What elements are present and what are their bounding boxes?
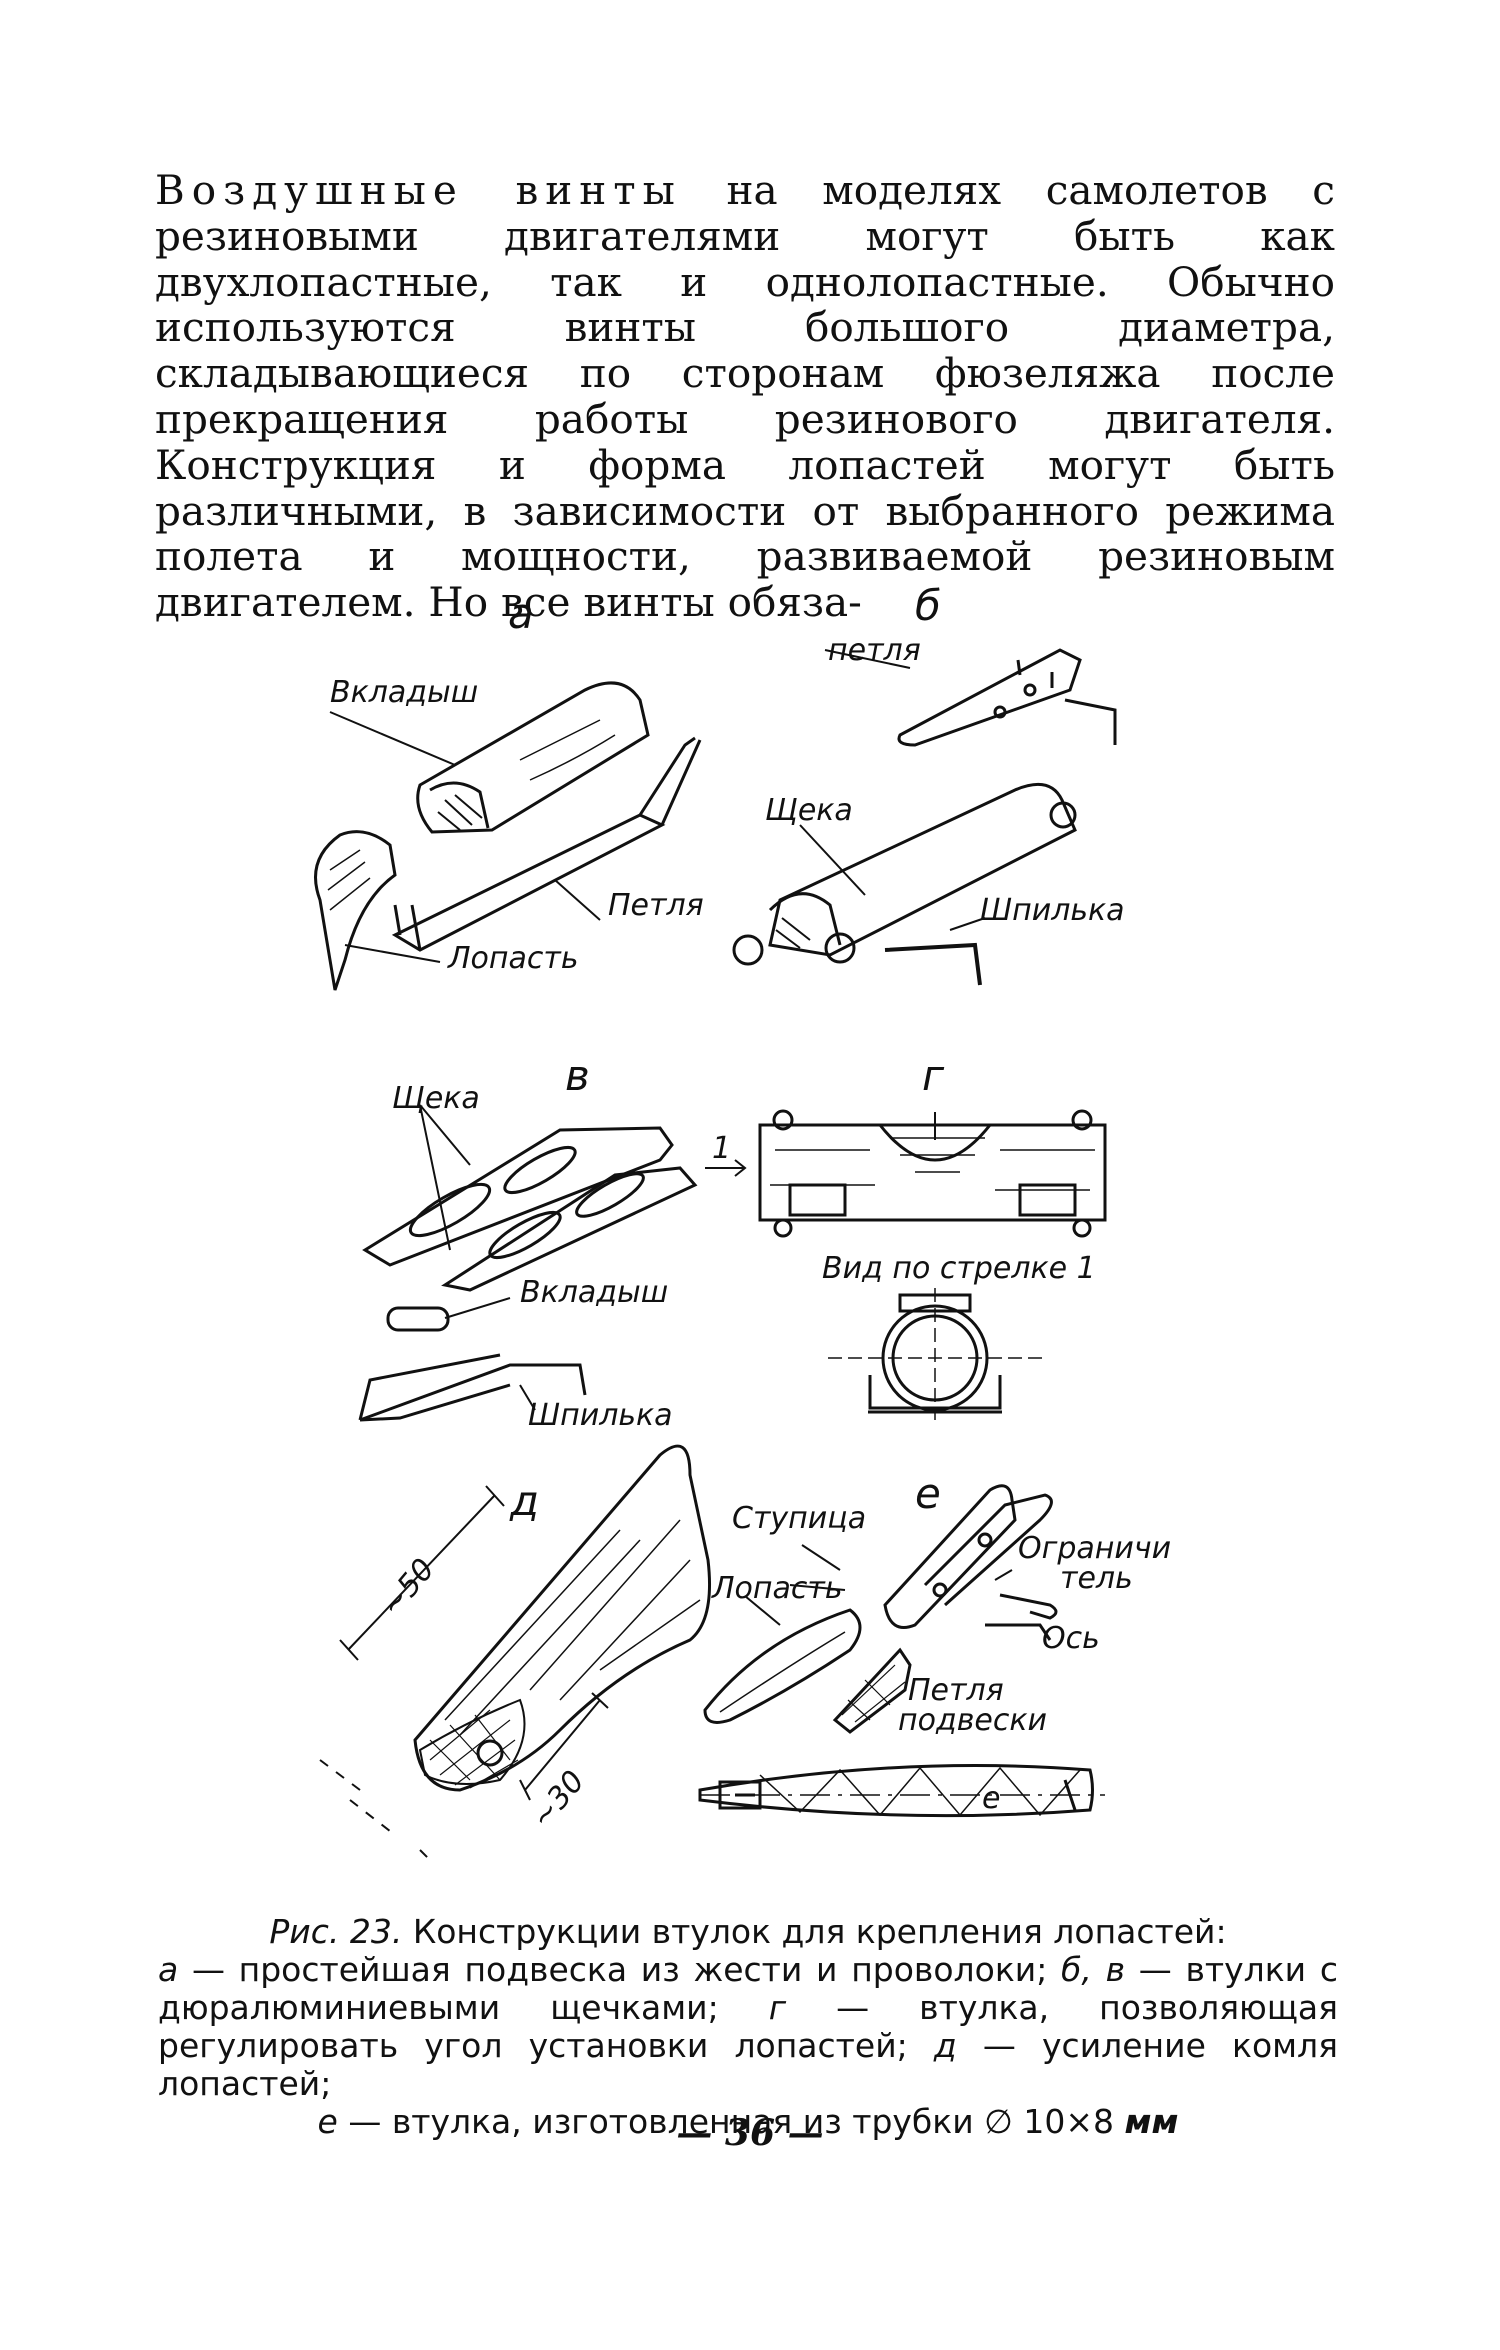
adjustable-hub-drawing [758, 1123, 1107, 1222]
caption-title: Конструкции втулок для крепления лопасте… [402, 1912, 1227, 1951]
label-stupica: Ступица [732, 1501, 866, 1536]
side-section-drawing [698, 1764, 1105, 1818]
caption-tail: е — втулка, изготовленная из трубки ∅ 10… [158, 2103, 1338, 2141]
caption-e-text: — втулка, изготовленная из трубки ∅ 10×8 [337, 2102, 1125, 2141]
label-vid-po-strelke: Вид по стрелке 1 [822, 1251, 1096, 1286]
caption-bv-letters: б, в [1061, 1950, 1126, 1989]
label-os: Ось [1042, 1621, 1100, 1656]
panel-d: д ~50 ~30 [319, 1444, 712, 1861]
shpilka-v-drawing [359, 1363, 587, 1422]
hub-drawing [768, 782, 1077, 957]
section-view-drawing [828, 1288, 1045, 1420]
panel-e: е Ступица Лопасть Ограничи тель Ось Петл… [698, 1469, 1171, 1818]
axis-drawing [985, 1623, 1052, 1641]
label-petlya-podveski-2: подвески [898, 1703, 1047, 1738]
panel-v-letter: в [565, 1051, 590, 1100]
caption-e-letter: е [317, 2102, 338, 2141]
caption-fig-ref: Рис. 23. [269, 1912, 403, 1951]
hanger-loop-drawing [832, 1647, 912, 1734]
caption-d-text: — усиление комля лопастей; [158, 2026, 1338, 2103]
label-scheka-v: Щека [392, 1081, 480, 1116]
paragraph-text: на моделях самолетов с резиновыми двигат… [155, 166, 1335, 627]
panel-a-letter: а [508, 589, 534, 638]
panel-g-letter: г [922, 1051, 945, 1100]
strip-drawing [391, 813, 666, 952]
label-shpilka-b: Шпилька [980, 893, 1125, 928]
label-petlya-b: петля [828, 633, 921, 668]
cheek-plate-1 [362, 1126, 674, 1267]
panel-v: в Щека Вкладыш Шпилька [358, 1051, 698, 1433]
label-ogranichitel-1: Ограничи [1018, 1531, 1171, 1566]
caption-g-letter: г [768, 1988, 787, 2027]
caption-lead: Рис. 23. Конструкции втулок для креплени… [158, 1913, 1338, 1951]
label-dim-30: ~30 [524, 1764, 592, 1835]
label-lopast-e: Лопасть [711, 1571, 843, 1606]
label-vkladysh-a: Вкладыш [330, 675, 478, 710]
blade-drawing [314, 830, 397, 991]
label-arrow-1: 1 [712, 1131, 731, 1166]
label-ogranichitel-2: тель [1060, 1561, 1133, 1596]
figure-23: а Вкладыш Петля Лопасть б [314, 581, 1171, 1861]
label-petlya-podveski-1: Петля [908, 1673, 1004, 1708]
caption-g-text: — втулка, позволяющая регулировать угол … [158, 1988, 1338, 2065]
insert-v-drawing [386, 1306, 450, 1332]
blade-root-drawing [413, 1444, 712, 1792]
pin-drawing [884, 942, 982, 986]
caption-bv-text: — втулки с дюралюминиевыми щечками; [158, 1950, 1338, 2027]
panel-a: а Вкладыш Петля Лопасть [314, 589, 704, 991]
panel-d-letter: д [509, 1476, 539, 1525]
figure-caption: Рис. 23. Конструкции втулок для креплени… [158, 1913, 1338, 2141]
paragraph-lead: Воздушные винты [155, 166, 682, 214]
page-number: — 36 — [676, 2112, 824, 2154]
cheek-plate-2 [441, 1166, 698, 1292]
label-vkladysh-v: Вкладыш [520, 1275, 668, 1310]
caption-unit: мм [1124, 2102, 1179, 2141]
label-scheka-b: Щека [765, 793, 853, 828]
caption-d-letter: д [933, 2026, 957, 2065]
label-petlya-a: Петля [608, 888, 704, 923]
insert-drawing [416, 681, 650, 834]
label-shpilka-v: Шпилька [528, 1398, 673, 1433]
label-lopast-a: Лопасть [447, 941, 579, 976]
blade-e-drawing [703, 1608, 862, 1724]
panel-b: б петля Щека Шпилька [732, 581, 1125, 986]
panel-e-letter: е [915, 1469, 941, 1518]
panel-e2-letter: е [982, 1781, 1000, 1816]
limiter-drawing [999, 1593, 1058, 1620]
tube-hub-drawing [883, 1484, 1017, 1629]
panel-g: г 1 Вид по стрелке 1 [705, 1051, 1107, 1420]
body-paragraph: Воздушные винты на моделях самолетов с р… [155, 166, 1335, 627]
panel-b-letter: б [915, 581, 941, 630]
caption-a-text: — простейшая подвеска из жести и проволо… [178, 1950, 1062, 1989]
caption-a-letter: а [158, 1950, 179, 1989]
hinge-drawing [897, 648, 1082, 747]
